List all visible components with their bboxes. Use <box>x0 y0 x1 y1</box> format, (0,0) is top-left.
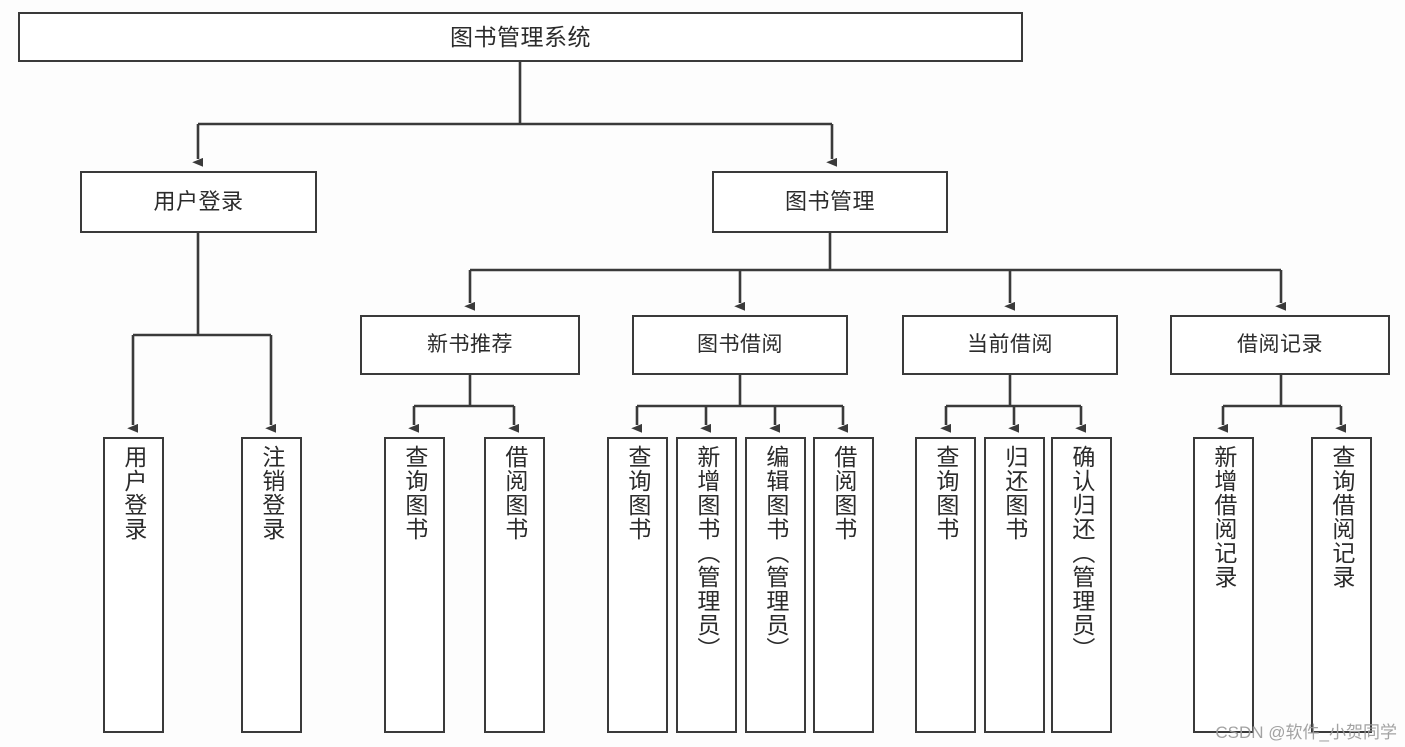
node-label: 查询借阅记录 <box>1328 445 1355 589</box>
node-label: 新书推荐 <box>427 332 513 356</box>
node-label: 借阅图书 <box>501 445 528 541</box>
node-label: 注销登录 <box>258 445 285 541</box>
node-book-management[interactable]: 图书管理 <box>712 171 948 233</box>
leaf-edit-book-admin[interactable]: 编辑图书（管理员） <box>745 437 806 733</box>
node-label: 编辑图书（管理员） <box>762 445 789 661</box>
node-label: 当前借阅 <box>967 332 1053 356</box>
node-borrow-record[interactable]: 借阅记录 <box>1170 315 1390 375</box>
node-label: 用户登录 <box>120 445 147 541</box>
node-user-login[interactable]: 用户登录 <box>80 171 317 233</box>
node-label: 借阅记录 <box>1237 332 1323 356</box>
leaf-borrow-book[interactable]: 借阅图书 <box>813 437 874 733</box>
leaf-add-book-admin[interactable]: 新增图书（管理员） <box>676 437 737 733</box>
node-current-borrow[interactable]: 当前借阅 <box>902 315 1118 375</box>
node-label: 查询图书 <box>624 445 651 541</box>
leaf-return-book[interactable]: 归还图书 <box>984 437 1045 733</box>
node-label: 查询图书 <box>932 445 959 541</box>
leaf-query-book-current[interactable]: 查询图书 <box>915 437 976 733</box>
node-label: 图书管理系统 <box>450 23 591 50</box>
leaf-borrow-book-recommend[interactable]: 借阅图书 <box>484 437 545 733</box>
node-label: 借阅图书 <box>830 445 857 541</box>
node-label: 新增图书（管理员） <box>693 445 720 661</box>
node-label: 用户登录 <box>153 189 244 215</box>
node-label: 图书借阅 <box>697 332 783 356</box>
node-label: 确认归还（管理员） <box>1068 445 1095 661</box>
node-label: 新增借阅记录 <box>1210 445 1237 589</box>
leaf-add-borrow-record[interactable]: 新增借阅记录 <box>1193 437 1254 733</box>
watermark: CSDN @软件_小贺同学 <box>1215 723 1397 742</box>
leaf-confirm-return-admin[interactable]: 确认归还（管理员） <box>1051 437 1112 733</box>
node-root-system[interactable]: 图书管理系统 <box>18 12 1023 62</box>
node-label: 归还图书 <box>1001 445 1028 541</box>
leaf-query-book-recommend[interactable]: 查询图书 <box>384 437 445 733</box>
leaf-query-borrow-record[interactable]: 查询借阅记录 <box>1311 437 1372 733</box>
node-new-book-recommend[interactable]: 新书推荐 <box>360 315 580 375</box>
leaf-logout[interactable]: 注销登录 <box>241 437 302 733</box>
node-label: 查询图书 <box>401 445 428 541</box>
node-book-borrow[interactable]: 图书借阅 <box>632 315 848 375</box>
node-label: 图书管理 <box>784 189 875 215</box>
leaf-user-login[interactable]: 用户登录 <box>103 437 164 733</box>
leaf-query-book-borrow[interactable]: 查询图书 <box>607 437 668 733</box>
